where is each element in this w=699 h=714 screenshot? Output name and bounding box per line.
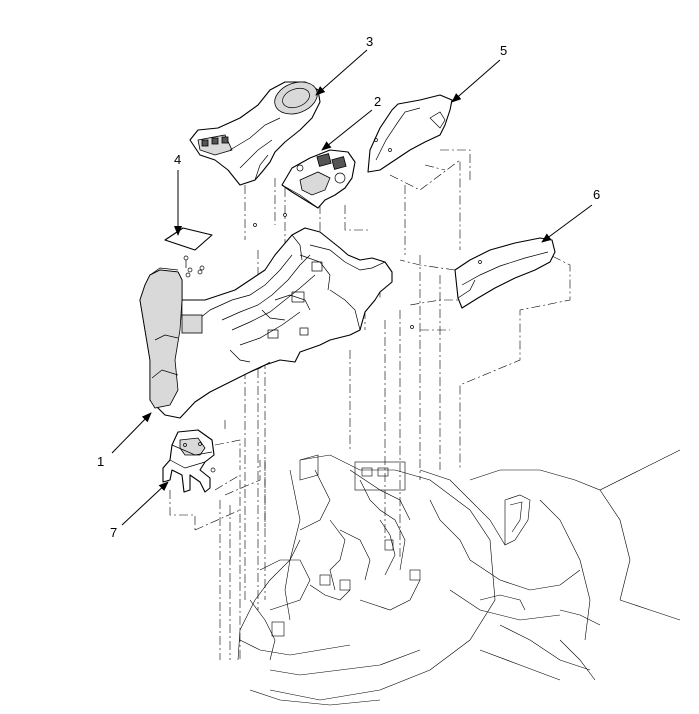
vehicle-floor-background — [237, 449, 681, 706]
part-4-console-mat — [164, 227, 213, 273]
callout-7: 7 — [110, 525, 117, 540]
callout-5: 5 — [500, 43, 507, 58]
assembly-guide-lines — [169, 139, 571, 660]
callout-labels: 1 2 3 4 5 6 7 — [97, 34, 600, 540]
callout-3: 3 — [366, 34, 373, 49]
callout-1: 1 — [97, 454, 104, 469]
leader-3 — [315, 49, 368, 96]
part-2-shift-bezel — [281, 149, 356, 209]
leader-6 — [541, 204, 593, 243]
callout-6: 6 — [593, 187, 600, 202]
part-1-floor-console — [139, 213, 414, 419]
part-3-upper-cover — [189, 81, 321, 186]
part-6-side-cover-left — [454, 237, 556, 309]
callout-leaders — [111, 49, 593, 526]
callout-2: 2 — [374, 94, 381, 109]
leader-7 — [121, 481, 169, 526]
callout-4: 4 — [174, 152, 181, 167]
leader-2 — [321, 109, 373, 151]
part-5-side-cover-right — [367, 94, 453, 173]
leader-5 — [451, 59, 501, 103]
leader-1 — [111, 412, 152, 454]
part-7-mounting-bracket — [162, 429, 216, 493]
